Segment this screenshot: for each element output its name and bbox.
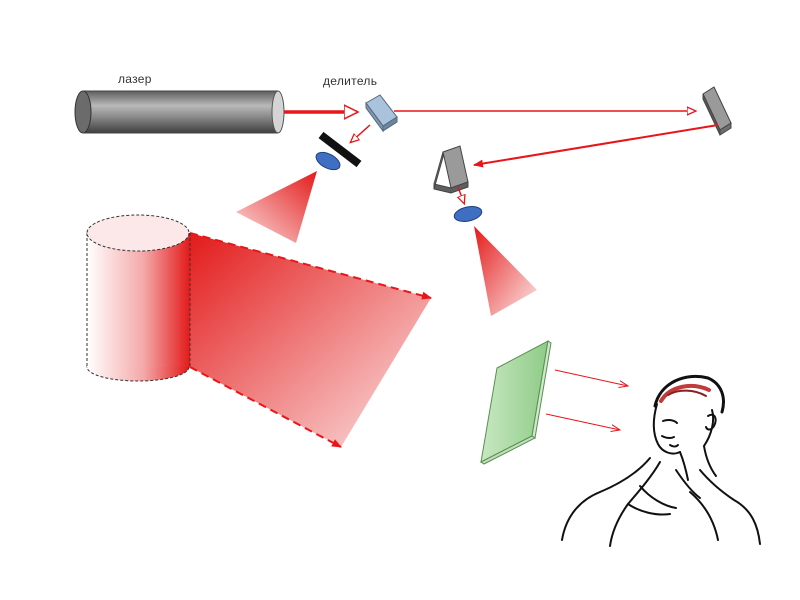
laser-label: лазер	[118, 72, 152, 86]
hologram-plate	[480, 340, 552, 465]
object-beam	[351, 124, 371, 142]
lens-1	[315, 151, 341, 171]
object-cylinder	[86, 214, 191, 382]
fan-edge-bottom	[189, 366, 342, 448]
mirror-far	[702, 86, 732, 136]
beam-to-lens-2	[458, 186, 464, 203]
person-looking-icon	[561, 374, 761, 547]
reflected-reference-beam	[473, 124, 719, 168]
ray-to-observer-1	[554, 369, 628, 386]
ray-to-observer-2	[545, 413, 620, 430]
beam-splitter	[365, 94, 398, 133]
scattered-light-fan	[190, 233, 431, 447]
object-cone	[236, 171, 317, 243]
laser	[74, 90, 285, 134]
lens-2	[453, 206, 483, 222]
mirror-second	[433, 145, 469, 194]
mirror-first	[318, 131, 362, 168]
fan-edge-top	[189, 232, 432, 300]
reference-cone	[474, 226, 537, 316]
beam-splitter-label: делитель	[323, 74, 378, 88]
